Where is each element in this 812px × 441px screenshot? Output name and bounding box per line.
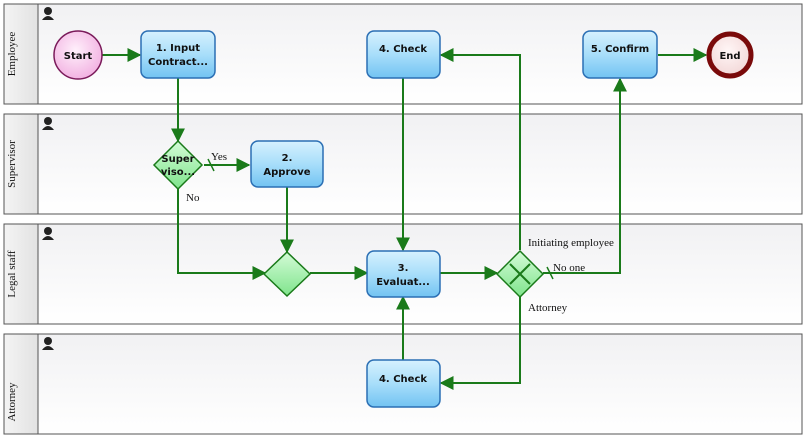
end-event[interactable]: End: [706, 31, 754, 79]
task-evaluate[interactable]: 3. Evaluat...: [366, 250, 441, 298]
gateway-supervisor-line1: Super: [161, 154, 194, 165]
task-check-attorney-label: 4. Check: [379, 374, 427, 385]
gateway-merge[interactable]: [262, 250, 312, 298]
lane-label-attorney: Attorney: [6, 382, 18, 422]
flow-decision-initiating-employee: [439, 48, 521, 250]
gateway-supervisor[interactable]: Super viso...: [152, 139, 204, 191]
default-slash: [546, 266, 554, 280]
start-event[interactable]: Start: [53, 30, 103, 80]
lane-label-legal-staff: Legal staff: [6, 250, 18, 297]
task-check-employee-label: 4. Check: [379, 44, 427, 55]
edge-label-yes: Yes: [211, 151, 227, 163]
lane-label-employee: Employee: [6, 32, 18, 77]
task-check-employee[interactable]: 4. Check: [366, 30, 441, 79]
task-input-contract-line1: 1. Input: [156, 43, 200, 54]
task-approve-line2: Approve: [263, 167, 310, 178]
person-icon: [42, 117, 54, 130]
person-icon: [42, 337, 54, 350]
gateway-supervisor-line2: viso...: [161, 167, 195, 178]
person-icon: [42, 227, 54, 240]
flow-gateway-no: [177, 188, 267, 280]
start-event-label: Start: [64, 51, 93, 62]
end-event-label: End: [719, 51, 740, 62]
flows: [102, 48, 708, 390]
task-approve[interactable]: 2. Approve: [250, 140, 324, 188]
task-input-contract-line2: Contract...: [148, 57, 208, 68]
default-slash: [207, 158, 215, 172]
gateway-decision[interactable]: [495, 249, 545, 299]
task-check-attorney[interactable]: 4. Check: [366, 359, 441, 408]
edge-label-no: No: [186, 192, 200, 204]
task-evaluate-line2: Evaluat...: [376, 277, 430, 288]
task-input-contract[interactable]: 1. Input Contract...: [140, 30, 216, 79]
task-confirm[interactable]: 5. Confirm: [582, 30, 658, 79]
person-icon: [42, 7, 54, 20]
exclusive-x-icon: [509, 263, 531, 285]
lane-label-supervisor: Supervisor: [6, 140, 18, 188]
task-confirm-label: 5. Confirm: [591, 44, 649, 55]
task-approve-line1: 2.: [282, 153, 293, 164]
edge-label-no-one: No one: [553, 262, 585, 274]
edge-label-attorney: Attorney: [528, 302, 568, 314]
flow-decision-no-one: [543, 77, 627, 274]
flow-decision-attorney: [439, 296, 521, 390]
edge-label-initiating-employee: Initiating employee: [528, 237, 614, 249]
task-evaluate-line1: 3.: [398, 263, 409, 274]
